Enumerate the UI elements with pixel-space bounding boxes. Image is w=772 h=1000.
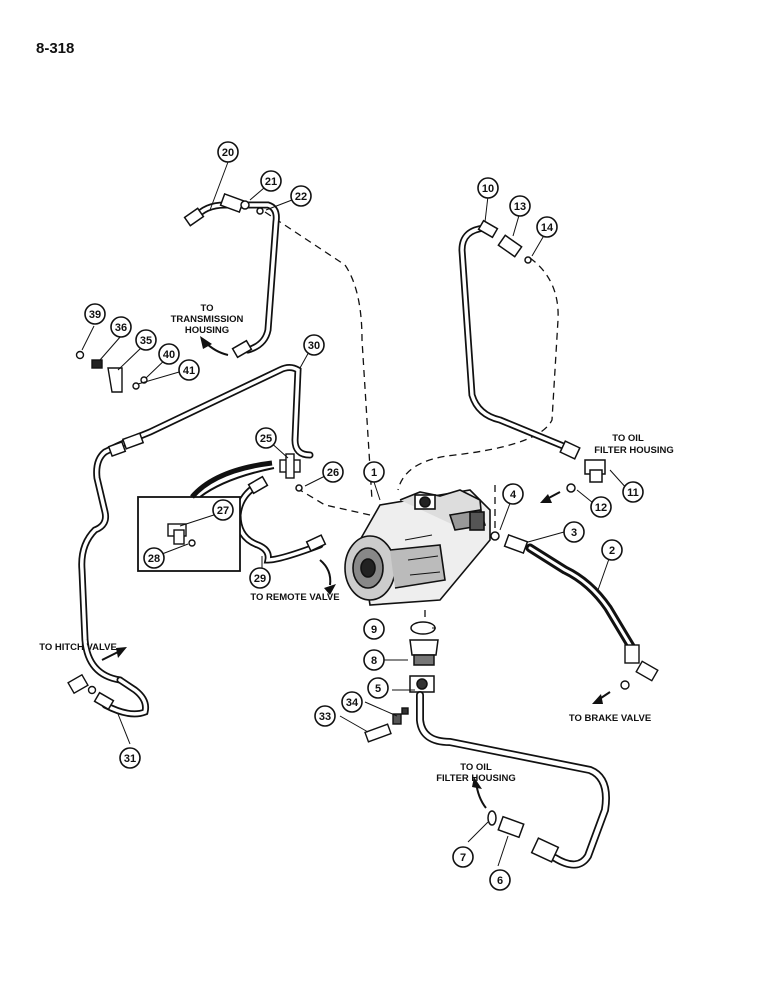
o-ring-22 [256, 207, 264, 215]
callout-29: 29 [254, 573, 266, 585]
callout-5: 5 [375, 683, 381, 695]
tube-lower-oil-filter [416, 691, 610, 869]
callout-35: 35 [140, 335, 152, 347]
callout-numbers: 1 2 3 4 5 6 7 8 9 10 11 12 13 14 20 21 2… [89, 147, 639, 887]
tube-20 [183, 201, 280, 359]
callout-40: 40 [163, 349, 175, 361]
tube-10 [458, 219, 581, 460]
fitting-21 [219, 192, 250, 214]
lower-fittings [409, 621, 439, 693]
fitting-13 [497, 234, 523, 258]
label-oil-filter-upper-line-2: FILTER HOUSING [594, 445, 674, 456]
callout-22: 22 [295, 191, 307, 203]
arrow-heads [116, 336, 603, 789]
fitting-6-7 [487, 810, 525, 839]
label-transmission-line-1: TO [200, 303, 213, 314]
callout-26: 26 [327, 467, 339, 479]
tee-25 [279, 453, 301, 479]
callout-2: 2 [609, 545, 615, 557]
callout-14: 14 [541, 222, 554, 234]
label-transmission-line-2: TRANSMISSION [171, 314, 244, 325]
fitting-3-4 [490, 531, 529, 555]
sensor-33-34 [364, 707, 409, 743]
o-ring-12 [566, 483, 576, 493]
brake-elbow [620, 644, 659, 690]
callout-39: 39 [89, 309, 101, 321]
callout-1: 1 [371, 467, 377, 479]
callout-4: 4 [510, 489, 517, 501]
callout-25: 25 [260, 433, 272, 445]
tube-30-31 [78, 364, 314, 718]
hydraulic-pump [344, 489, 491, 606]
callout-36: 36 [115, 322, 127, 334]
callout-6: 6 [497, 875, 503, 887]
hitch-elbow [67, 673, 97, 695]
callout-11: 11 [627, 487, 639, 499]
callout-8: 8 [371, 655, 377, 667]
o-ring-14 [524, 256, 532, 264]
label-oil-filter-lower-line-2: FILTER HOUSING [436, 773, 516, 784]
callout-33: 33 [319, 711, 331, 723]
label-oil-filter-lower-line-1: TO OIL [460, 762, 492, 773]
label-oil-filter-upper-line-1: TO OIL [612, 433, 644, 444]
hose-2 [525, 543, 637, 653]
page-number: 8-318 [36, 40, 75, 57]
destination-labels: TO TRANSMISSION HOUSING TO OIL FILTER HO… [39, 303, 674, 784]
tube-29 [234, 475, 327, 564]
callout-9: 9 [371, 624, 377, 636]
callout-13: 13 [514, 201, 526, 213]
callout-34: 34 [346, 697, 359, 709]
callout-21: 21 [265, 176, 277, 188]
o-ring-26 [295, 484, 303, 492]
callout-28: 28 [148, 553, 160, 565]
bracket-hardware [75, 350, 148, 393]
callout-10: 10 [482, 183, 494, 195]
elbow-11 [584, 459, 606, 483]
callout-41: 41 [183, 365, 195, 377]
label-brake-valve: TO BRAKE VALVE [569, 713, 651, 724]
callout-20: 20 [222, 147, 234, 159]
callout-3: 3 [571, 527, 577, 539]
label-remote-valve: TO REMOTE VALVE [250, 592, 339, 603]
callout-27: 27 [217, 505, 229, 517]
label-hitch-valve: TO HITCH VALVE [39, 642, 117, 653]
callout-7: 7 [460, 852, 466, 864]
callout-30: 30 [308, 340, 320, 352]
callout-31: 31 [124, 753, 136, 765]
callout-circles [84, 141, 644, 891]
label-transmission-line-3: HOUSING [185, 325, 229, 336]
callout-12: 12 [595, 502, 607, 514]
